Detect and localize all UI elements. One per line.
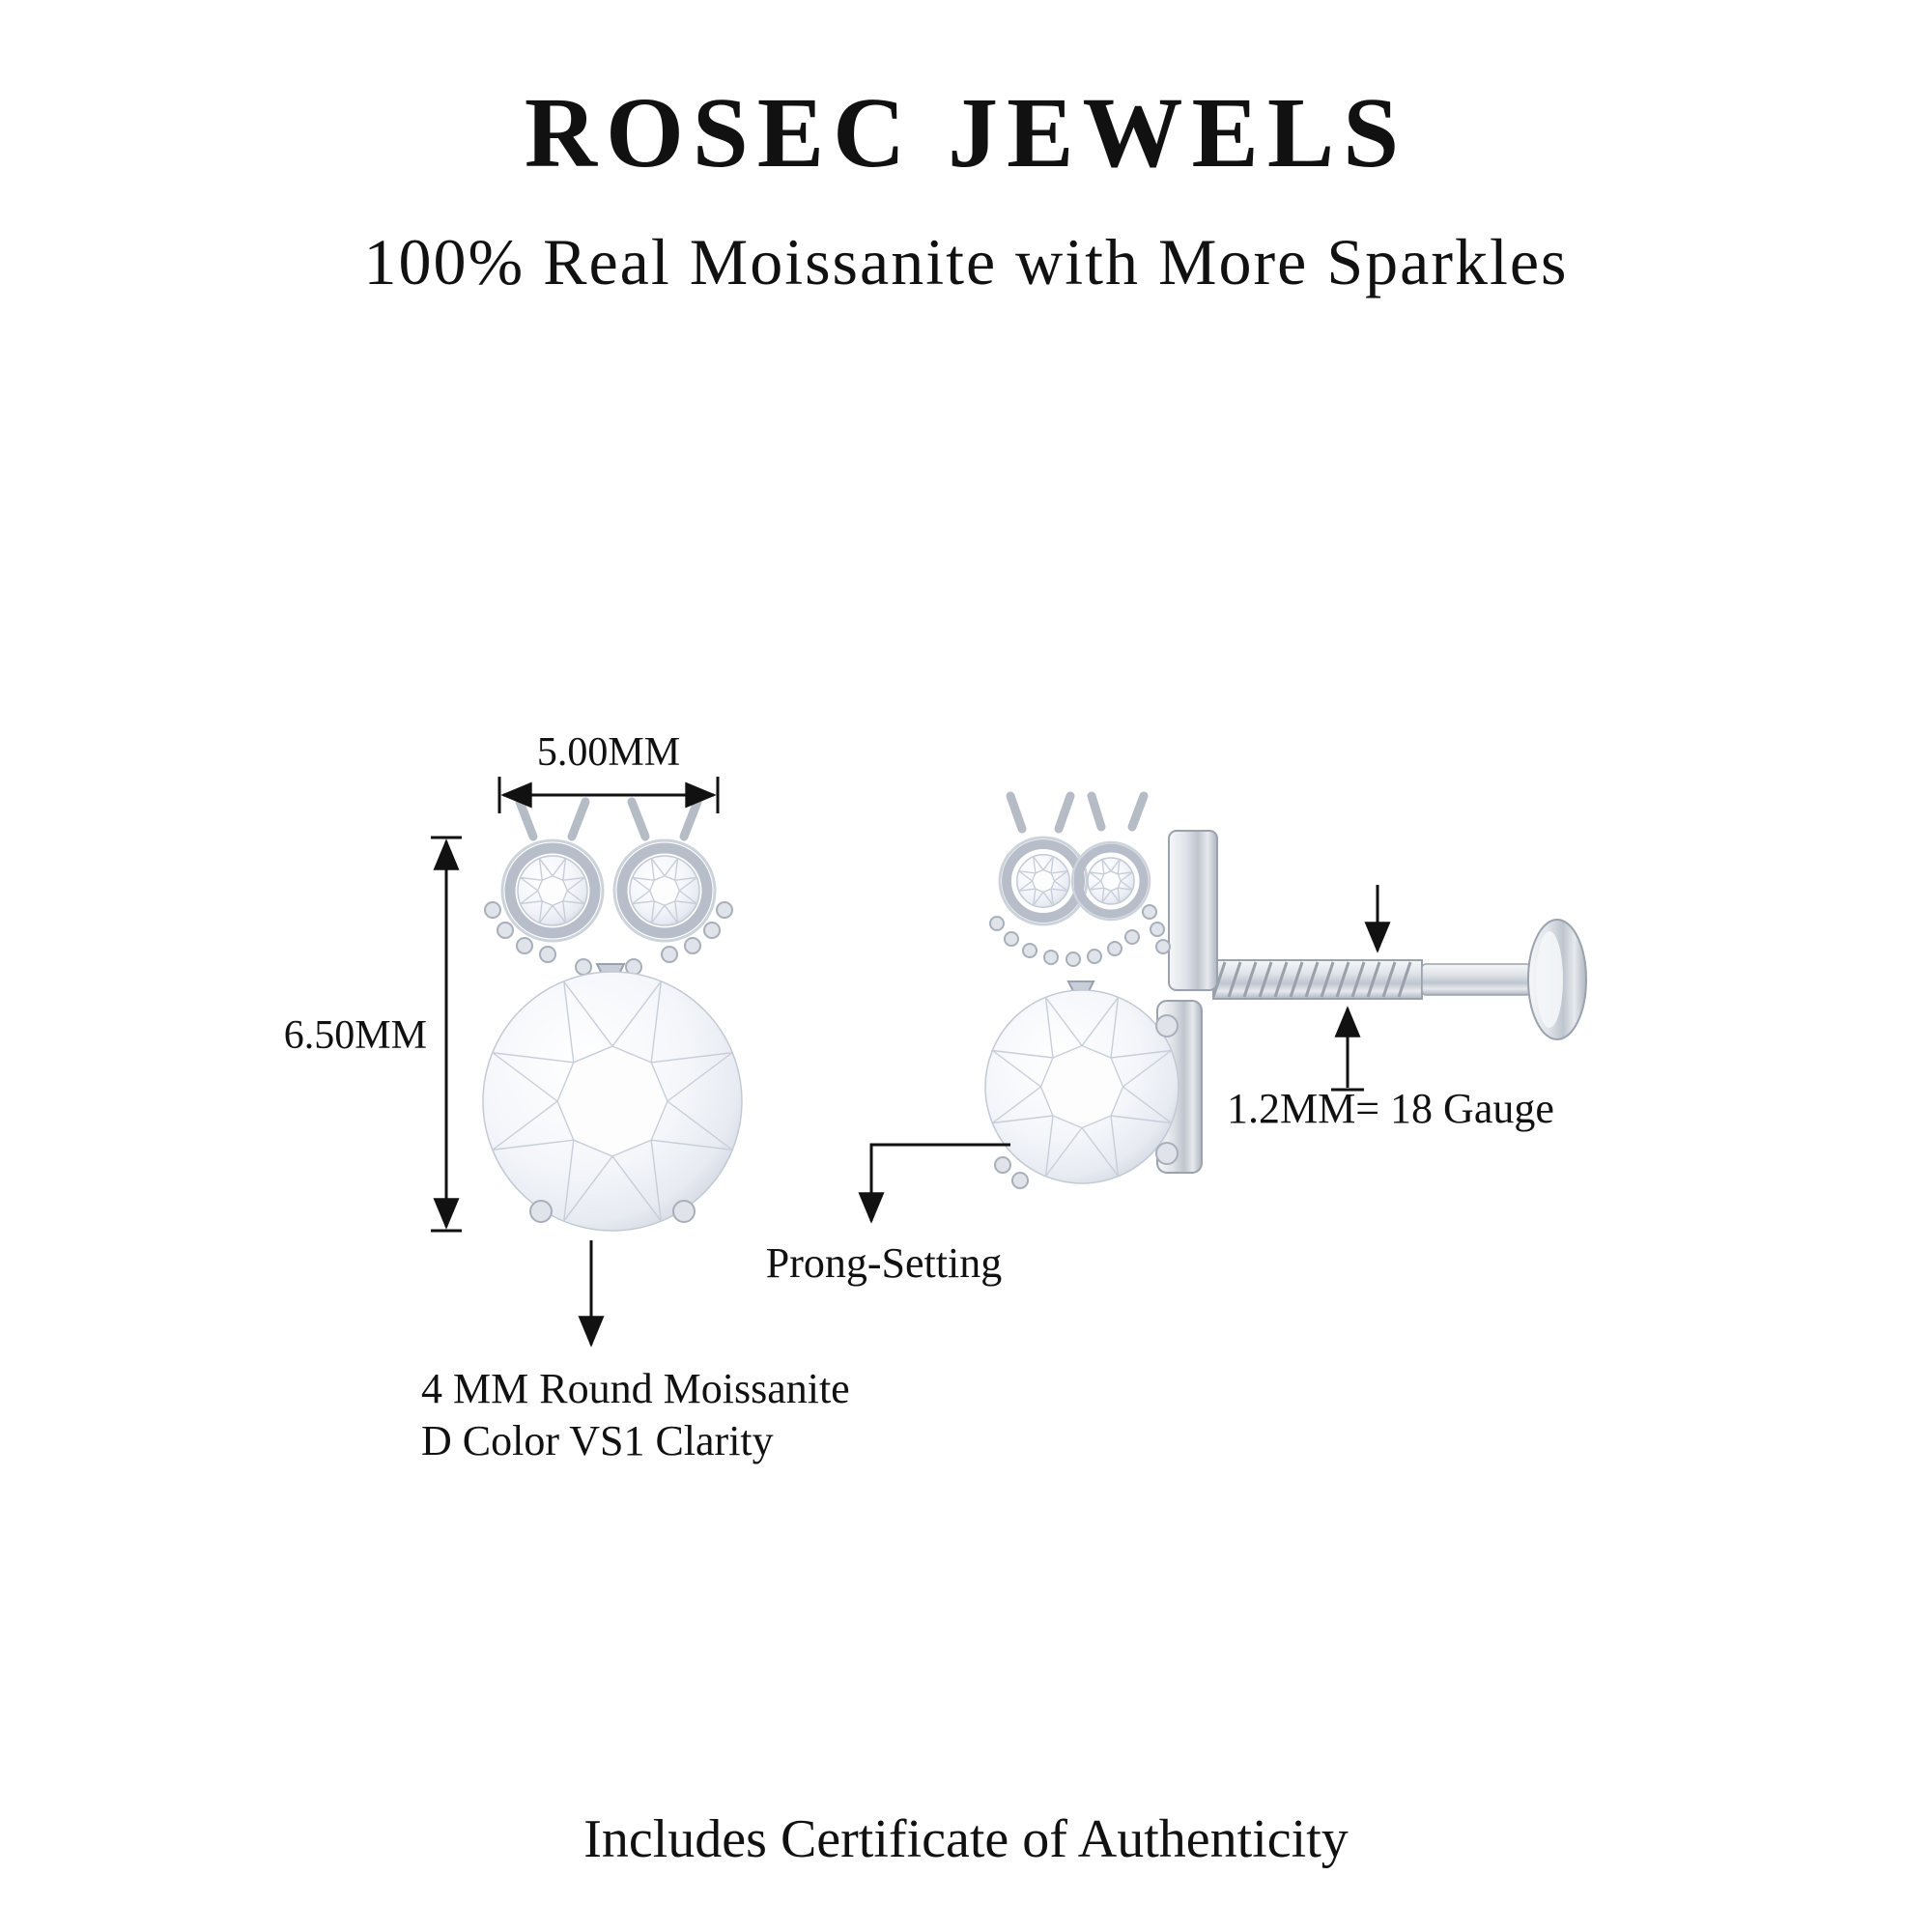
stone-note-line1: 4 MM Round Moissanite [421,1365,850,1412]
tagline: 100% Real Moissanite with More Sparkles [363,225,1569,298]
prong-claw-upper [1155,1014,1179,1037]
owl-earring-front-view [483,797,742,1231]
body-stone-side [983,988,1180,1185]
brand-title: ROSEC JEWELS [524,77,1408,188]
labret-disc [1527,919,1587,1040]
bead-bottom-left-2 [1011,1172,1029,1189]
prong-setting-pointer [858,1143,1010,1224]
prong-ball-right [672,1200,696,1223]
height-dimension-label: 6.50MM [284,1013,427,1058]
gauge-label: 1.2MM= 18 Gauge [1227,1085,1554,1132]
prong-claw-lower [1155,1142,1179,1165]
left-eye-stone [500,838,605,943]
height-dimension-arrow [431,836,462,1233]
right-eye-stone-side [1070,840,1151,922]
post-bar [1421,963,1531,996]
prong-ball-left [529,1200,553,1223]
prong-setting-label: Prong-Setting [766,1239,1002,1287]
bead-halo-side [989,904,1171,967]
width-dimension-label: 5.00MM [537,730,680,775]
certificate-note: Includes Certificate of Authenticity [583,1809,1349,1869]
ear-prongs-front [515,797,702,841]
right-eye-stone [612,838,717,943]
setting-back-plate-upper [1168,830,1218,991]
stone-note-line2: D Color VS1 Clarity [421,1417,774,1464]
owl-earring-side-view [983,791,1587,1189]
ear-prongs-side [1006,791,1149,834]
body-stone-front [483,972,742,1231]
width-dimension-arrow [497,777,720,813]
threaded-post [1211,959,1531,1000]
bead-bottom-left-1 [994,1156,1011,1174]
gauge-lower-arrow [1331,1006,1364,1092]
